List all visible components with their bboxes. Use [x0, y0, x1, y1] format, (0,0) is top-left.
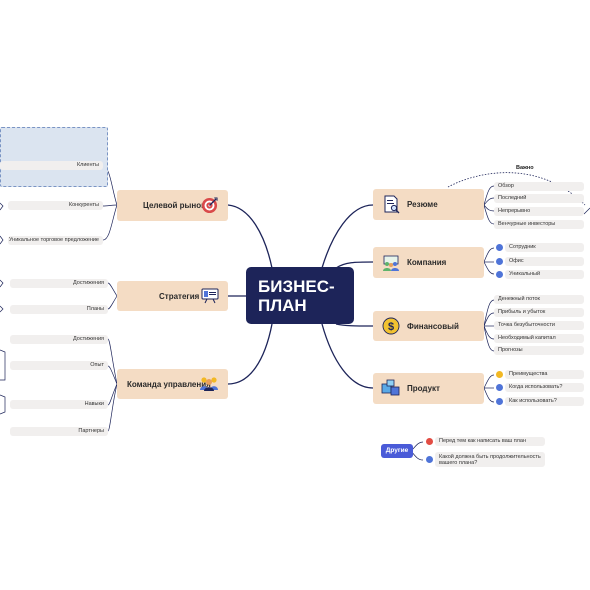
leaf-latest[interactable]: Последний: [494, 194, 584, 203]
topic-management-team[interactable]: Команда управления: [117, 369, 228, 399]
important-note-label: Важно: [516, 165, 534, 171]
leaf-advantages[interactable]: Преимущества: [505, 370, 584, 379]
boxes-icon: [381, 379, 400, 396]
topic-strategy[interactable]: Стратегия: [117, 281, 228, 311]
leaf-forecasts[interactable]: Прогнозы: [494, 346, 584, 355]
other-topic-button[interactable]: Другие: [381, 444, 413, 458]
topic-company[interactable]: Компания: [373, 247, 484, 278]
leaf-employee[interactable]: Сотрудник: [505, 243, 584, 252]
topic-label: Стратегия: [159, 291, 200, 301]
topic-label: Финансовый: [407, 321, 459, 331]
topic-resume[interactable]: Резюме: [373, 189, 484, 220]
red-marker-icon: [426, 438, 433, 445]
leaf-strategy-achievements[interactable]: Достижения: [10, 279, 108, 288]
leaf-competitors[interactable]: Конкуренты: [8, 201, 103, 210]
leaf-continuous[interactable]: Непрерывно: [494, 207, 584, 216]
topic-label: Компания: [407, 258, 447, 267]
topic-finance[interactable]: $ Финансовый: [373, 311, 484, 341]
blue-marker-icon: [496, 271, 503, 278]
company-people-icon: [383, 255, 399, 271]
blue-marker-icon: [496, 384, 503, 391]
document-search-icon: [384, 195, 400, 214]
leaf-how-to-use[interactable]: Как использовать?: [505, 397, 584, 406]
blue-marker-icon: [426, 456, 433, 463]
topic-label: Резюме: [407, 200, 438, 209]
topic-target-market[interactable]: Целевой рынок: [117, 190, 228, 221]
central-topic[interactable]: БИЗНЕС- ПЛАН: [246, 267, 354, 324]
blue-marker-icon: [496, 398, 503, 405]
leaf-team-achievements[interactable]: Достижения: [10, 335, 108, 344]
leaf-clients[interactable]: Клиенты: [0, 161, 103, 170]
leaf-venture-investors[interactable]: Венчурные инвесторы: [494, 220, 584, 229]
topic-label: Целевой рынок: [143, 201, 206, 210]
leaf-cash-flow[interactable]: Денежный поток: [494, 295, 584, 304]
target-icon: [201, 197, 218, 214]
topic-product[interactable]: Продукт: [373, 373, 484, 404]
team-icon: [200, 377, 218, 391]
central-topic-line-2: ПЛАН: [258, 296, 307, 315]
leaf-profit-loss[interactable]: Прибыль и убыток: [494, 308, 584, 317]
leaf-unique[interactable]: Уникальный: [505, 270, 584, 279]
central-topic-line-1: БИЗНЕС-: [258, 277, 335, 296]
leaf-overview[interactable]: Обзор: [494, 182, 584, 191]
leaf-usp[interactable]: Уникальное торговое предложение: [8, 236, 103, 245]
leaf-when-to-use[interactable]: Когда использовать?: [505, 383, 584, 392]
presentation-board-icon: [201, 288, 219, 304]
leaf-break-even[interactable]: Точка безубыточности: [494, 321, 584, 330]
blue-marker-icon: [496, 244, 503, 251]
clients-note-box: [0, 127, 108, 187]
topic-label: Команда управления: [127, 379, 211, 389]
leaf-strategy-plans[interactable]: Планы: [10, 305, 108, 314]
svg-text:$: $: [388, 321, 394, 333]
blue-marker-icon: [496, 258, 503, 265]
yellow-marker-icon: [496, 371, 503, 378]
leaf-office[interactable]: Офис: [505, 257, 584, 266]
leaf-required-capital[interactable]: Необходимый капитал: [494, 334, 584, 343]
leaf-plan-duration[interactable]: Какой должна быть продолжительность ваше…: [435, 452, 545, 467]
leaf-team-partners[interactable]: Партнеры: [10, 427, 108, 436]
leaf-team-skills[interactable]: Навыки: [10, 400, 108, 409]
leaf-before-writing[interactable]: Перед тем как написать ваш план: [435, 437, 545, 446]
dollar-coin-icon: $: [382, 317, 400, 335]
topic-label: Продукт: [407, 384, 440, 393]
leaf-team-experience[interactable]: Опыт: [10, 361, 108, 370]
